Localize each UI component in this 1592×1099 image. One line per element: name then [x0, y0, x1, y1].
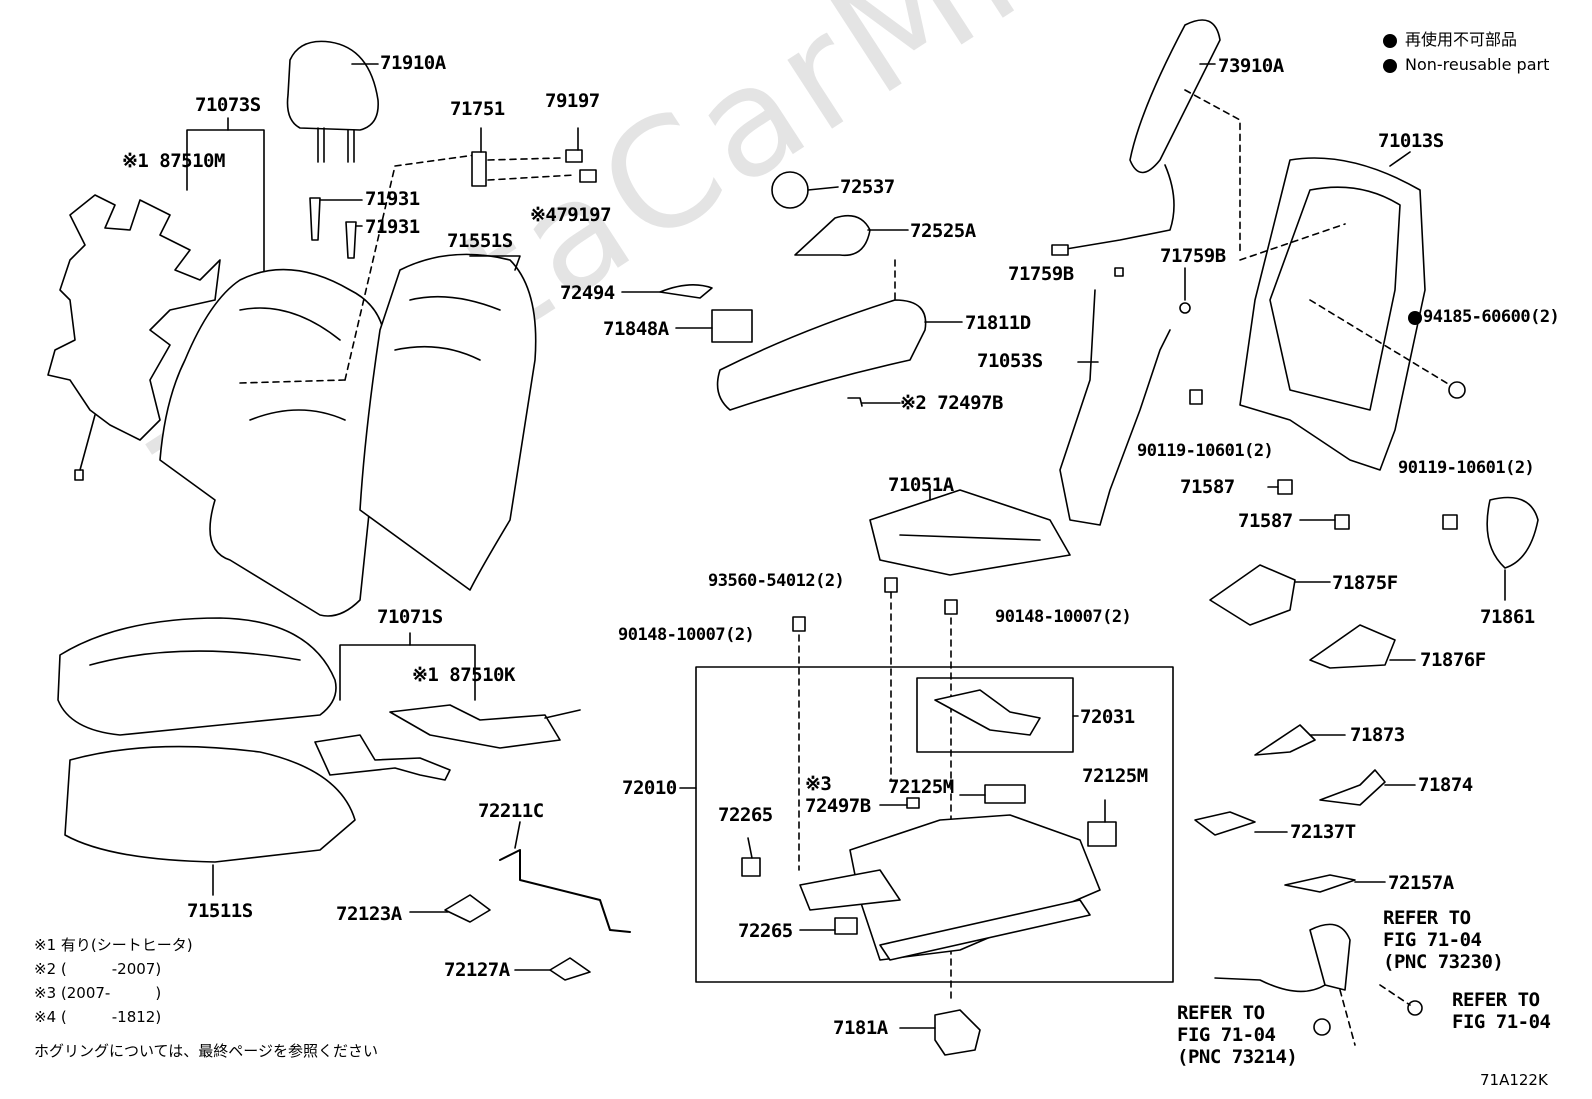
part-label: 71931 [365, 188, 420, 210]
footer-note: ホグリングについては、最終ページを参照ください [34, 1042, 378, 1060]
part-label: 71910A [380, 52, 446, 74]
part-label: 90148-10007(2) [995, 607, 1132, 627]
part-label: 71053S [977, 350, 1043, 372]
reference-label: REFER TO FIG 71-04 (PNC 73214) [1177, 1002, 1298, 1068]
recliner-frame [1059, 289, 1171, 526]
part-label: 94185-60600(2) [1423, 307, 1560, 327]
seatback-cover [159, 268, 387, 617]
part-label: 72125M [888, 776, 954, 798]
reference-label: REFER TO FIG 71-04 (PNC 73230) [1383, 907, 1504, 973]
seat-track [799, 814, 1101, 961]
part-label: 71751 [450, 98, 505, 120]
part-label: 71073S [195, 94, 261, 116]
part-label: ※1 87510K [412, 664, 515, 686]
part-label: 72265 [718, 804, 773, 826]
non-reusable-dot-icon [1408, 311, 1422, 325]
part-label: 72494 [560, 282, 615, 304]
part-label: 71848A [603, 318, 669, 340]
part-label: 72123A [336, 903, 402, 925]
legend-dot-icon [1383, 58, 1397, 73]
part-label: 71511S [187, 900, 253, 922]
part-label: 71587 [1238, 510, 1293, 532]
part-label: ※1 87510M [122, 150, 225, 172]
part-label: 71873 [1350, 724, 1405, 746]
part-label: 72031 [1080, 706, 1135, 728]
part-label: 72127A [444, 959, 510, 981]
part-label: 72525A [910, 220, 976, 242]
legend-jp-text: 再使用不可部品 [1405, 30, 1518, 49]
part-label: ※2 72497B [900, 392, 1003, 414]
motor-box [916, 677, 1074, 753]
part-label: 71051A [888, 474, 954, 496]
part-label: ※3 72497B [805, 773, 871, 817]
part-label: 71861 [1480, 606, 1535, 628]
seat-cushion-pad [64, 745, 356, 863]
part-label: 71876F [1420, 649, 1486, 671]
part-label: 72010 [622, 777, 677, 799]
part-label: 71013S [1378, 130, 1444, 152]
seatback-pad [359, 253, 537, 591]
part-label: ※479197 [530, 204, 612, 226]
heater-mat-back [47, 194, 221, 481]
part-label: 71551S [447, 230, 513, 252]
part-label: 93560-54012(2) [708, 571, 845, 591]
legend-en-text: Non-reusable part [1405, 55, 1550, 74]
footnote: ※4 ( -1812) [34, 1008, 162, 1026]
part-label: 90148-10007(2) [618, 625, 755, 645]
part-label: 71759B [1008, 263, 1074, 285]
seat-cushion-cover [57, 617, 337, 736]
part-label: 7181A [833, 1017, 888, 1039]
part-label: 90119-10601(2) [1398, 458, 1535, 478]
heater-mat-seat [314, 704, 581, 781]
legend-jp: 再使用不可部品 [1383, 32, 1517, 48]
part-label: 90119-10601(2) [1137, 441, 1274, 461]
part-label: 71875F [1332, 572, 1398, 594]
legend-en: Non-reusable part [1383, 57, 1549, 73]
part-label: 71874 [1418, 774, 1473, 796]
part-label: 71071S [377, 606, 443, 628]
part-label: 72125M [1082, 765, 1148, 787]
footnote: ※2 ( -2007) [34, 960, 162, 978]
footnote: ※1 有り(シートヒータ) [34, 936, 193, 954]
lumbar-support [869, 489, 1071, 576]
side-airbag [1051, 19, 1221, 256]
part-label: 72265 [738, 920, 793, 942]
footnote: ※3 (2007- ) [34, 984, 162, 1002]
part-label: 72211C [478, 800, 544, 822]
reference-label: REFER TO FIG 71-04 [1452, 989, 1551, 1033]
headrest-shape [286, 40, 379, 163]
part-label: 72137T [1290, 821, 1356, 843]
part-label: 71931 [365, 216, 420, 238]
figure-code: 71A122K [1480, 1071, 1548, 1089]
part-label: 71811D [965, 312, 1031, 334]
part-label: 73910A [1218, 55, 1284, 77]
part-label: 71587 [1180, 476, 1235, 498]
part-label: 72537 [840, 176, 895, 198]
part-label: 79197 [545, 90, 600, 112]
legend-dot-icon [1383, 33, 1397, 48]
part-label: 72157A [1388, 872, 1454, 894]
part-label: 71759B [1160, 245, 1226, 267]
seat-adjuster-box [695, 666, 1174, 983]
